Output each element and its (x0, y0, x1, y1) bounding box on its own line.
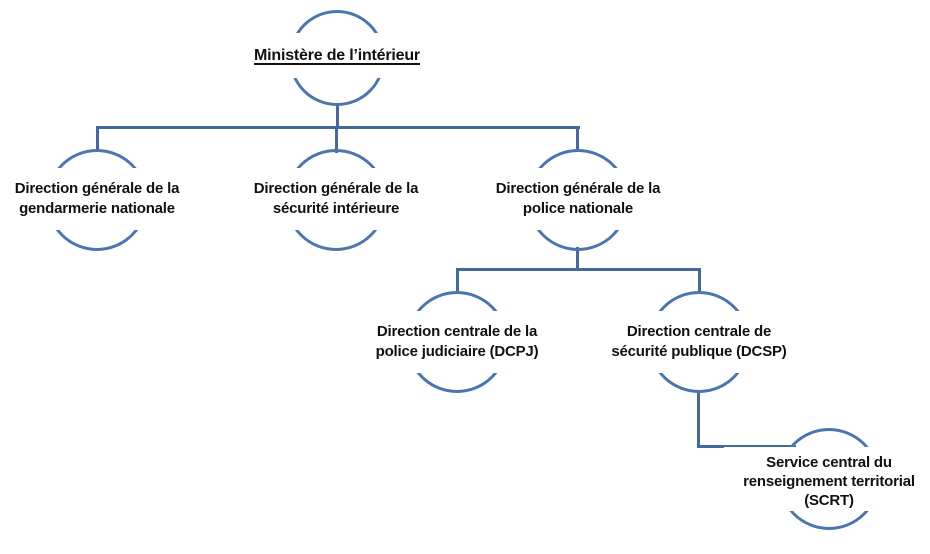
node-label-line: police judiciaire (DCPJ) (375, 343, 539, 360)
connector-to-scrt (697, 445, 796, 448)
connector-to-dcsp (698, 268, 701, 293)
node-label-ministere: Ministère de l’intérieur (227, 33, 447, 78)
node-label-line: Direction générale de la (14, 180, 180, 197)
node-label-securite-interieure: Direction générale de la sécurité intéri… (226, 168, 446, 230)
node-label-line: police nationale (522, 200, 634, 217)
connector-to-dggn (96, 126, 99, 152)
node-label-line: renseignement territorial (743, 473, 915, 490)
node-label-dcsp: Direction centrale de sécurité publique … (589, 311, 809, 373)
node-label-line: sécurité publique (DCSP) (611, 343, 787, 360)
node-label-line: Direction générale de la (495, 180, 661, 197)
node-label-line: Direction centrale de la (376, 323, 538, 340)
node-label-line: Direction centrale de (626, 323, 772, 340)
connector-level3-bar (456, 268, 701, 271)
node-label-line: (SCRT) (804, 492, 854, 509)
connector-ministere-down (336, 104, 339, 128)
node-label-line: Service central du (766, 454, 892, 471)
connector-to-dgpn (576, 126, 579, 152)
connector-dgpn-down (576, 247, 579, 271)
node-label-scrt: Service central du renseignement territo… (724, 447, 930, 511)
connector-level2-bar (96, 126, 580, 129)
connector-dcsp-down (697, 391, 700, 448)
node-label-dcpj: Direction centrale de la police judiciai… (347, 311, 567, 373)
node-label-gendarmerie-nationale: Direction générale de la gendarmerie nat… (0, 168, 207, 230)
node-label-line: Ministère de l’intérieur (254, 47, 420, 64)
connector-to-dgsi (335, 126, 338, 153)
node-label-police-nationale: Direction générale de la police national… (468, 168, 688, 230)
node-label-line: Direction générale de la (253, 180, 419, 197)
node-label-line: sécurité intérieure (272, 200, 400, 217)
node-label-line: gendarmerie nationale (19, 200, 175, 217)
connector-to-dcpj (456, 268, 459, 294)
